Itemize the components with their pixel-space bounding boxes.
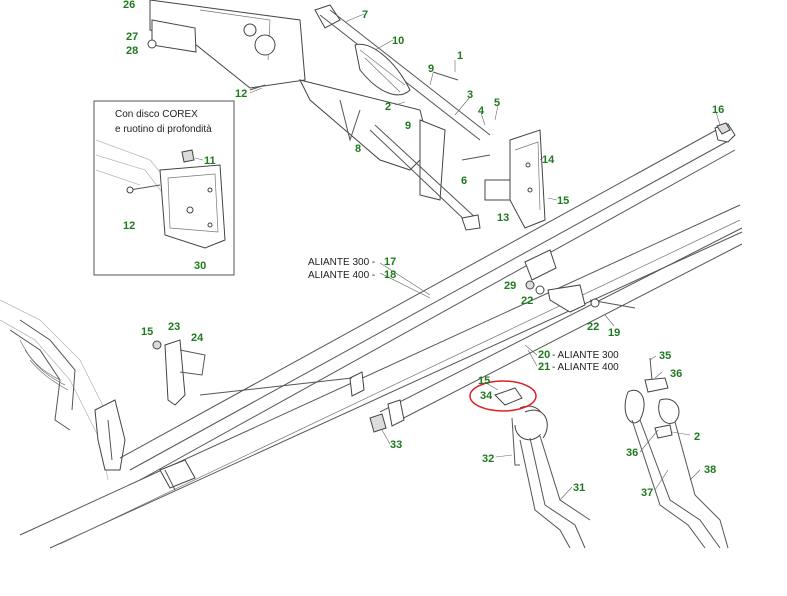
part-number-15-left: 15: [141, 326, 153, 338]
part-number-22-left: 22: [521, 295, 533, 307]
part-number-24: 24: [191, 332, 204, 344]
part-number-31: 31: [573, 482, 585, 494]
highlight-ring-part-34: [469, 380, 537, 412]
part-number-2-top: 2: [385, 101, 391, 113]
part-number-27: 27: [126, 31, 138, 43]
part-number-8: 8: [355, 143, 361, 155]
part-number-35: 35: [659, 350, 671, 362]
part-number-2-right: 2: [694, 431, 700, 443]
part-number-12-top: 12: [235, 88, 247, 100]
part-number-9-mid: 9: [405, 120, 411, 132]
part-number-28: 28: [126, 45, 138, 57]
ghost-frame-left: [0, 299, 126, 481]
leader-lines: [194, 13, 721, 501]
variant-bar-300-label: - ALIANTE 300: [552, 350, 619, 361]
part-number-12-inset: 12: [123, 220, 135, 232]
tine-assembly-left: [494, 387, 591, 549]
inset-title-line-2: e ruotino di profondità: [115, 124, 212, 135]
part-number-1: 1: [457, 50, 463, 62]
part-number-18: 18: [384, 269, 396, 281]
part-number-34: 34: [480, 390, 493, 402]
tine-assembly-right: [624, 357, 729, 549]
part-number-30: 30: [194, 260, 206, 272]
part-number-6: 6: [461, 175, 467, 187]
part-number-36-bottom: 36: [626, 447, 638, 459]
part-number-23: 23: [168, 321, 180, 333]
part-number-36-top: 36: [670, 368, 682, 380]
top-assembly: [147, 0, 516, 231]
part-number-32: 32: [482, 453, 494, 465]
part-number-16: 16: [712, 104, 724, 116]
part-number-15-tine: 15: [478, 375, 490, 387]
part-number-21: 21: [538, 361, 550, 373]
bracket-14: [509, 129, 546, 229]
bar-20-21: [199, 227, 743, 433]
variant-beam-300-label: ALIANTE 300 -: [308, 257, 375, 268]
variant-bar-400-label: - ALIANTE 400: [552, 362, 619, 373]
part-number-22-right: 22: [587, 321, 599, 333]
part-number-11: 11: [204, 155, 216, 167]
part-number-17: 17: [384, 256, 396, 268]
part-number-5: 5: [494, 97, 500, 109]
inset-box: [93, 100, 235, 276]
variant-beam-400-label: ALIANTE 400 -: [308, 270, 375, 281]
bracket-23-24: [152, 339, 206, 406]
part-number-4: 4: [478, 105, 485, 117]
part-number-9-top: 9: [428, 63, 434, 75]
part-number-20: 20: [538, 349, 550, 361]
part-number-38: 38: [704, 464, 716, 476]
inset-title-line-1: Con disco COREX: [115, 109, 198, 120]
part-number-37: 37: [641, 487, 653, 499]
part-number-14: 14: [542, 154, 555, 166]
part-number-7: 7: [362, 9, 368, 21]
part-number-10: 10: [392, 35, 404, 47]
part-number-19: 19: [608, 327, 620, 339]
part-number-29: 29: [504, 280, 516, 292]
part-number-26: 26: [123, 0, 135, 11]
part-number-13: 13: [497, 212, 509, 224]
part-number-15-bracket: 15: [557, 195, 569, 207]
part-number-3: 3: [467, 89, 473, 101]
lower-frame-beam: [19, 204, 743, 549]
clamp-brackets: [524, 249, 636, 313]
part-number-33: 33: [390, 439, 402, 451]
